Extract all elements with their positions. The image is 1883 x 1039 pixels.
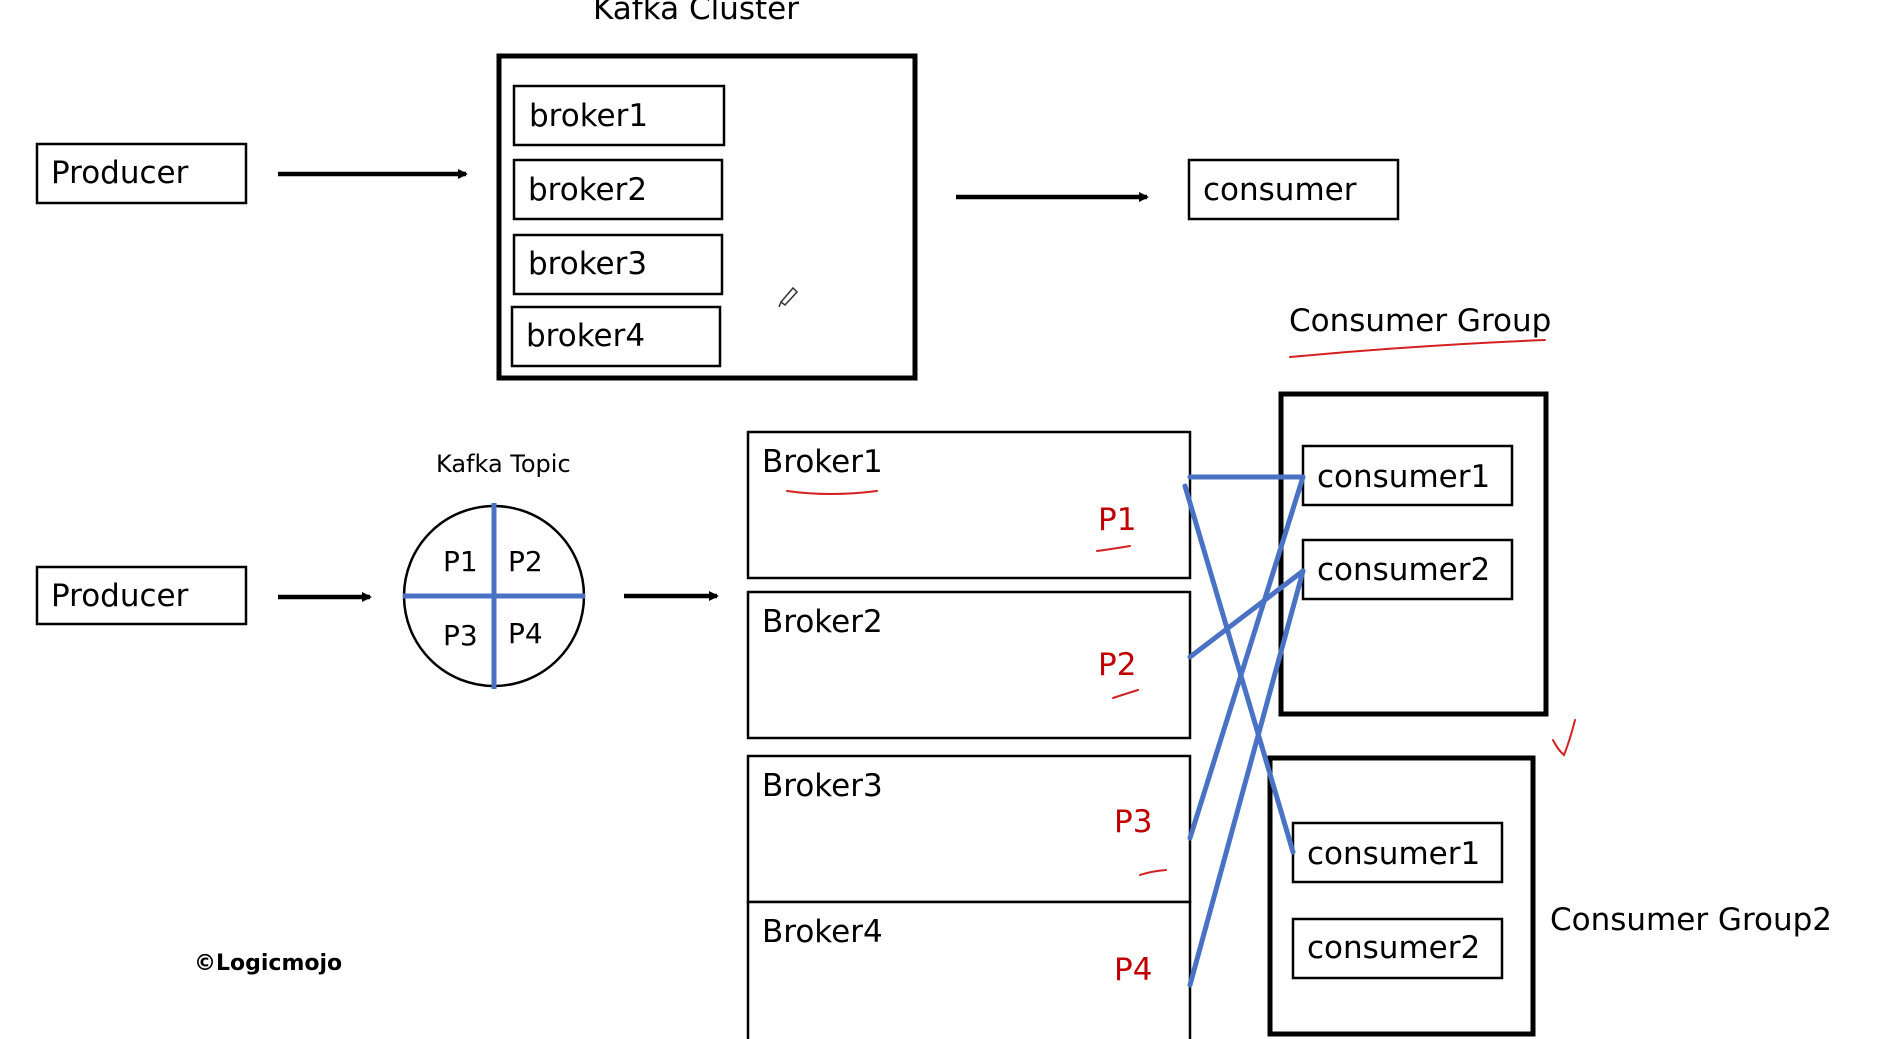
group1-consumer-label-1: consumer1 — [1317, 459, 1490, 495]
topic-title: Kafka Topic — [436, 450, 571, 478]
top-consumer-label: consumer — [1203, 172, 1357, 208]
top-producer-label: Producer — [51, 155, 189, 191]
kafka-cluster-box — [496, 53, 918, 381]
kafka-topic-circle — [402, 503, 586, 689]
cluster-broker-box-2 — [512, 158, 724, 221]
bottom-producer-box — [35, 565, 248, 626]
broker-label-3: Broker3 — [762, 768, 883, 804]
topic-partition-label-4: P4 — [508, 617, 543, 650]
cluster-broker-box-4 — [510, 305, 722, 368]
partition-consumer-connectors — [1182, 474, 1306, 988]
group1-consumer-label-2: consumer2 — [1317, 552, 1490, 588]
broker-partition-2: P2 — [1098, 647, 1136, 683]
broker-box-4 — [746, 900, 1192, 1039]
underline-p2 — [1112, 689, 1139, 699]
broker-partition-4: P4 — [1114, 952, 1152, 988]
cluster-title: Kafka Cluster — [593, 0, 799, 27]
cluster-broker-label-1: broker1 — [529, 98, 648, 134]
pencil-icon — [778, 286, 799, 308]
underline-consumer-group — [1289, 339, 1546, 358]
check-mark-icon — [1552, 719, 1576, 757]
group1-consumer-box-2 — [1301, 538, 1514, 601]
topic-partition-label-2: P2 — [508, 545, 543, 578]
group2-consumer-label-1: consumer1 — [1307, 836, 1480, 872]
topic-partition-label-3: P3 — [443, 619, 478, 652]
broker-label-4: Broker4 — [762, 914, 883, 950]
consumer-group-2-box — [1267, 755, 1536, 1037]
broker-box-2 — [746, 590, 1192, 740]
watermark: ©Logicmojo — [194, 951, 342, 976]
cluster-broker-label-2: broker2 — [528, 172, 647, 208]
consumer-group-2-title: Consumer Group2 — [1550, 902, 1832, 938]
cluster-broker-label-4: broker4 — [526, 318, 645, 354]
broker-label-2: Broker2 — [762, 604, 883, 640]
connector-p3-group1-consumer1 — [1187, 474, 1306, 841]
bottom-producer-label: Producer — [51, 578, 189, 614]
broker-partition-3: P3 — [1114, 804, 1152, 840]
top-producer-box — [35, 142, 248, 205]
broker-partition-1: P1 — [1098, 502, 1136, 538]
connector-p2-group1-consumer2 — [1187, 568, 1306, 660]
cluster-broker-box-1 — [512, 84, 726, 147]
underline-broker1 — [786, 490, 878, 495]
underline-p3 — [1139, 869, 1167, 876]
broker-box-3 — [746, 754, 1192, 904]
group2-consumer-box-2 — [1291, 917, 1504, 980]
connector-p4-group1-consumer2 — [1187, 568, 1306, 988]
red-annotations — [786, 339, 1576, 876]
connector-p1-group2-consumer1 — [1182, 483, 1296, 855]
topic-partition-label-1: P1 — [443, 545, 478, 578]
cluster-broker-box-3 — [512, 233, 724, 296]
cluster-broker-label-3: broker3 — [528, 246, 647, 282]
underline-p1 — [1096, 545, 1131, 552]
consumer-group-1-title: Consumer Group — [1289, 303, 1551, 339]
top-consumer-box — [1187, 158, 1400, 221]
group1-consumer-box-1 — [1301, 444, 1514, 507]
broker-box-1 — [746, 430, 1192, 580]
group2-consumer-box-1 — [1291, 821, 1504, 884]
group2-consumer-label-2: consumer2 — [1307, 930, 1480, 966]
broker-label-1: Broker1 — [762, 444, 883, 480]
